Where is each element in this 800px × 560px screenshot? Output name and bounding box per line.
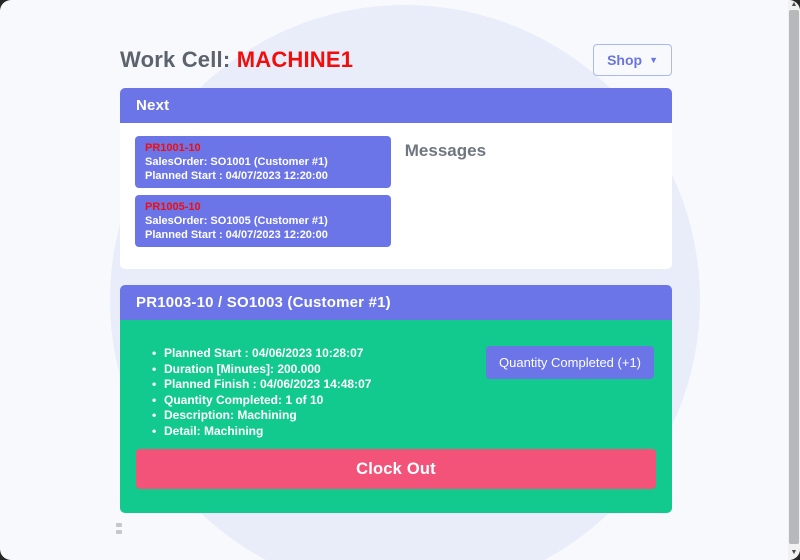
current-job-panel: PR1003-10 / SO1003 (Customer #1) Planned…	[120, 285, 672, 513]
messages-section: Messages	[391, 136, 657, 256]
footer-artifact-marks	[116, 523, 124, 534]
current-job-panel-header: PR1003-10 / SO1003 (Customer #1)	[120, 285, 672, 320]
upcoming-jobs-list: PR1001-10 SalesOrder: SO1001 (Customer #…	[135, 136, 391, 256]
footer-artifact-bar	[116, 523, 122, 527]
current-job-details-row: Planned Start : 04/06/2023 10:28:07 Dura…	[136, 346, 656, 439]
main-content: Work Cell: MACHINE1 Shop ▼ Next PR1001-1…	[116, 0, 672, 537]
shop-button-label: Shop	[607, 52, 643, 68]
page-title: Work Cell: MACHINE1	[120, 47, 353, 73]
scrollbar-up-arrow-icon[interactable]: ▲	[790, 1, 798, 8]
current-job-details-list: Planned Start : 04/06/2023 10:28:07 Dura…	[136, 346, 371, 439]
job-card[interactable]: PR1001-10 SalesOrder: SO1001 (Customer #…	[135, 136, 391, 188]
machine-name: MACHINE1	[236, 47, 354, 72]
job-planned-start: Planned Start : 04/07/2023 12:20:00	[145, 229, 328, 241]
job-planned-start: Planned Start : 04/07/2023 12:20:00	[145, 170, 328, 182]
detail-description: Description: Machining	[152, 408, 371, 424]
next-panel-header: Next	[120, 88, 672, 123]
detail-detail: Detail: Machining	[152, 424, 371, 440]
footer-artifact-bar	[116, 530, 122, 534]
scrollbar-down-arrow-icon[interactable]: ▼	[790, 549, 798, 556]
page-header: Work Cell: MACHINE1 Shop ▼	[120, 44, 672, 76]
messages-title: Messages	[404, 141, 487, 160]
job-sales-order: SalesOrder: SO1001 (Customer #1)	[145, 156, 328, 168]
chevron-down-icon: ▼	[649, 54, 658, 65]
job-sales-order: SalesOrder: SO1005 (Customer #1)	[145, 215, 328, 227]
detail-duration: Duration [Minutes]: 200.000	[152, 362, 371, 378]
quantity-completed-button[interactable]: Quantity Completed (+1)	[486, 346, 654, 379]
shop-dropdown-button[interactable]: Shop ▼	[593, 44, 672, 76]
detail-quantity-completed: Quantity Completed: 1 of 10	[152, 393, 371, 409]
job-card[interactable]: PR1005-10 SalesOrder: SO1005 (Customer #…	[135, 195, 391, 247]
current-job-panel-body: Planned Start : 04/06/2023 10:28:07 Dura…	[120, 320, 672, 513]
detail-planned-finish: Planned Finish : 04/06/2023 14:48:07	[152, 377, 371, 393]
job-code: PR1001-10	[145, 142, 201, 154]
clock-out-button[interactable]: Clock Out	[136, 449, 656, 489]
next-panel-body: PR1001-10 SalesOrder: SO1001 (Customer #…	[120, 123, 672, 269]
work-cell-label: Work Cell:	[120, 47, 237, 72]
next-panel: Next PR1001-10 SalesOrder: SO1001 (Custo…	[120, 88, 672, 269]
scrollbar-thumb[interactable]	[789, 10, 799, 544]
job-code: PR1005-10	[145, 201, 201, 213]
detail-planned-start: Planned Start : 04/06/2023 10:28:07	[152, 346, 371, 362]
vertical-scrollbar[interactable]: ▲ ▼	[788, 0, 800, 560]
